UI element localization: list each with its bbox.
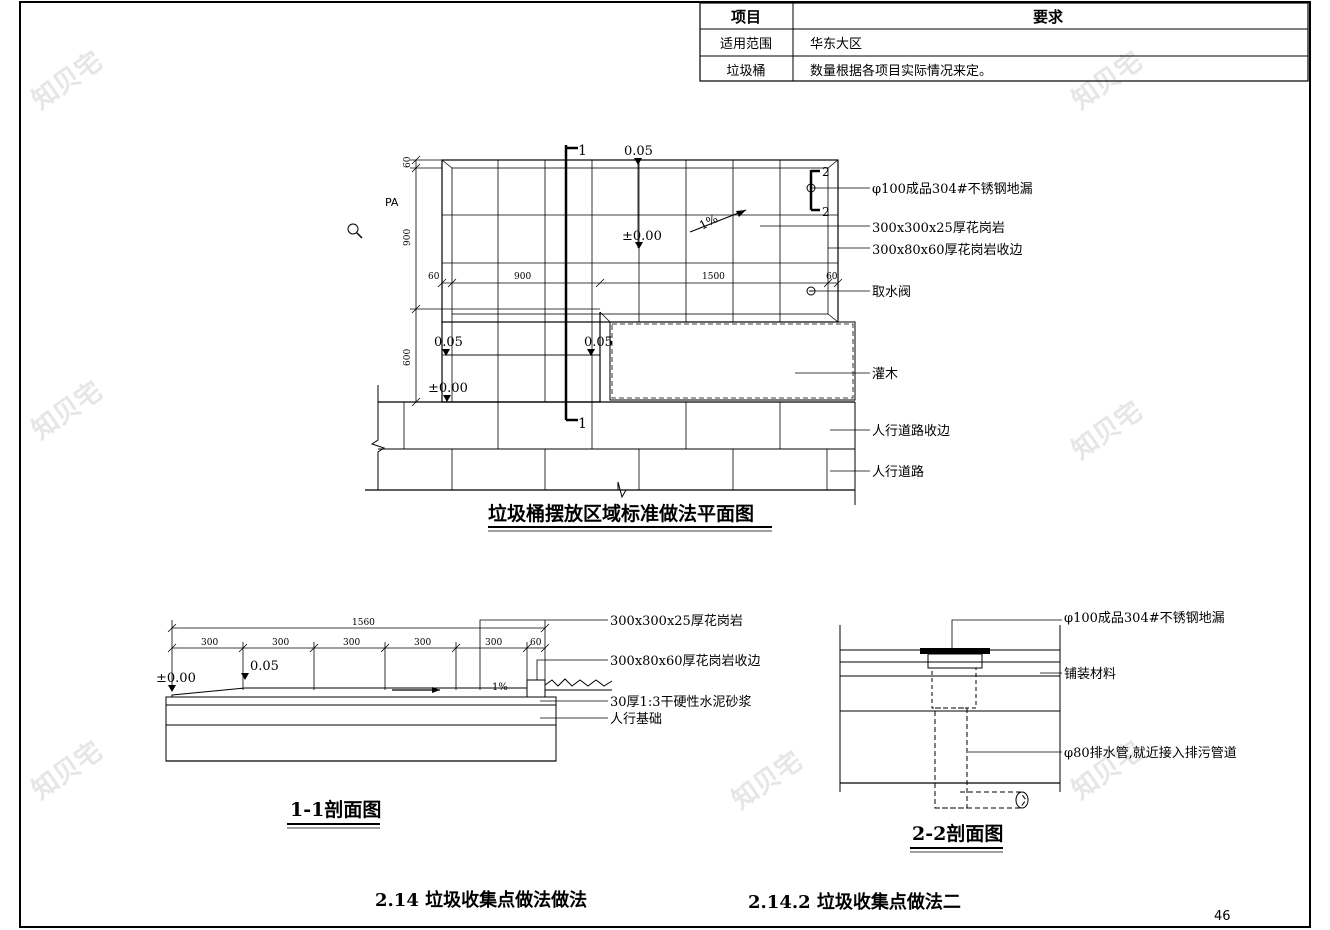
sheet-border (19, 1, 1311, 928)
callout-label: φ80排水管,就近接入排污管道 (1064, 745, 1237, 761)
table-header-requirement: 要求 (1033, 8, 1064, 26)
caption-right: 2.14.2 垃圾收集点做法二 (748, 891, 961, 913)
callout-label: 人行道路收边 (872, 423, 950, 439)
dimension-label: 1500 (702, 272, 725, 282)
dimension-label: 300 (485, 638, 502, 648)
plan-view: 1 1 2 2 0.05 ±0.00 0.05 0.05 ±0.00 1% PA (347, 143, 1033, 532)
elevation-label: ±0.00 (622, 229, 662, 244)
magnifier-icon (347, 223, 363, 239)
table-row-requirement: 数量根据各项目实际情况来定。 (810, 63, 992, 79)
section-1-1: 1560 300 300 300 300 300 60 1% ±0.00 0.0… (156, 613, 761, 829)
dimension-label: 900 (514, 272, 531, 282)
callout-label: 取水阀 (872, 285, 911, 300)
dimension-label: 1560 (352, 618, 375, 628)
dimension-label: 300 (201, 638, 218, 648)
dimension-label: 60 (428, 272, 440, 282)
section-1-title: 1-1剖面图 (290, 798, 381, 821)
elevation-label: 0.05 (434, 335, 463, 350)
callout-label: 人行道路 (872, 464, 924, 480)
section-mark: 1 (578, 416, 587, 432)
callout-label: φ100成品304#不锈钢地漏 (1064, 610, 1225, 626)
slope-label: 1% (697, 211, 720, 232)
plan-title: 垃圾桶摆放区域标准做法平面图 (488, 502, 754, 525)
section-2-2: φ100成品304#不锈钢地漏 铺装材料 φ80排水管,就近接入排污管道 2-2… (839, 610, 1237, 853)
watermark: 知贝宅 (726, 746, 808, 816)
elevation-label: 0.05 (584, 335, 613, 350)
callout-label: 300x80x60厚花岗岩收边 (872, 242, 1023, 258)
dimension-label: 900 (403, 229, 413, 246)
caption-left: 2.14 垃圾收集点做法做法 (375, 889, 587, 911)
section-mark: 2 (822, 165, 830, 179)
section-mark: 1 (578, 143, 587, 159)
callout-label: 30厚1:3干硬性水泥砂浆 (610, 695, 751, 710)
slope-label: 1% (492, 682, 508, 693)
callout-label: 灌木 (872, 367, 898, 382)
table-header-item: 项目 (731, 8, 761, 26)
watermark: 知贝宅 (26, 46, 108, 116)
callout-label: 300x300x25厚花岗岩 (872, 220, 1005, 236)
elevation-label: ±0.00 (156, 671, 196, 686)
pa-label: PA (385, 196, 399, 209)
watermark: 知贝宅 (26, 376, 108, 446)
callout-label: 300x300x25厚花岗岩 (610, 613, 743, 629)
requirement-table: 项目 要求 适用范围 华东大区 垃圾桶 数量根据各项目实际情况来定。 (699, 2, 1309, 82)
watermark: 知贝宅 (1066, 396, 1148, 466)
callout-label: 铺装材料 (1064, 667, 1116, 682)
dimension-label: 300 (414, 638, 431, 648)
dimension-label: 60 (530, 638, 542, 648)
callout-label: 人行基础 (610, 712, 662, 727)
table-row-requirement: 华东大区 (810, 37, 862, 52)
elevation-label: 0.05 (624, 144, 653, 159)
table-row-item: 适用范围 (720, 37, 772, 52)
dimension-label: 300 (272, 638, 289, 648)
watermark-group: 知贝宅 知贝宅 知贝宅 知贝宅 知贝宅 知贝宅 知贝宅 (26, 46, 1148, 816)
dimension-label: 60 (826, 272, 838, 282)
callout-label: 300x80x60厚花岗岩收边 (610, 653, 761, 669)
dimension-label: 600 (403, 349, 413, 366)
section-mark: 2 (822, 205, 830, 219)
elevation-label: ±0.00 (428, 381, 468, 396)
callout-label: φ100成品304#不锈钢地漏 (872, 181, 1033, 197)
dimension-label: 300 (343, 638, 360, 648)
dimension-label: 60 (403, 156, 413, 168)
watermark: 知贝宅 (26, 736, 108, 806)
elevation-label: 0.05 (250, 659, 279, 674)
table-row-item: 垃圾桶 (726, 64, 765, 79)
section-2-title: 2-2剖面图 (912, 822, 1003, 845)
page-number: 46 (1214, 909, 1231, 924)
